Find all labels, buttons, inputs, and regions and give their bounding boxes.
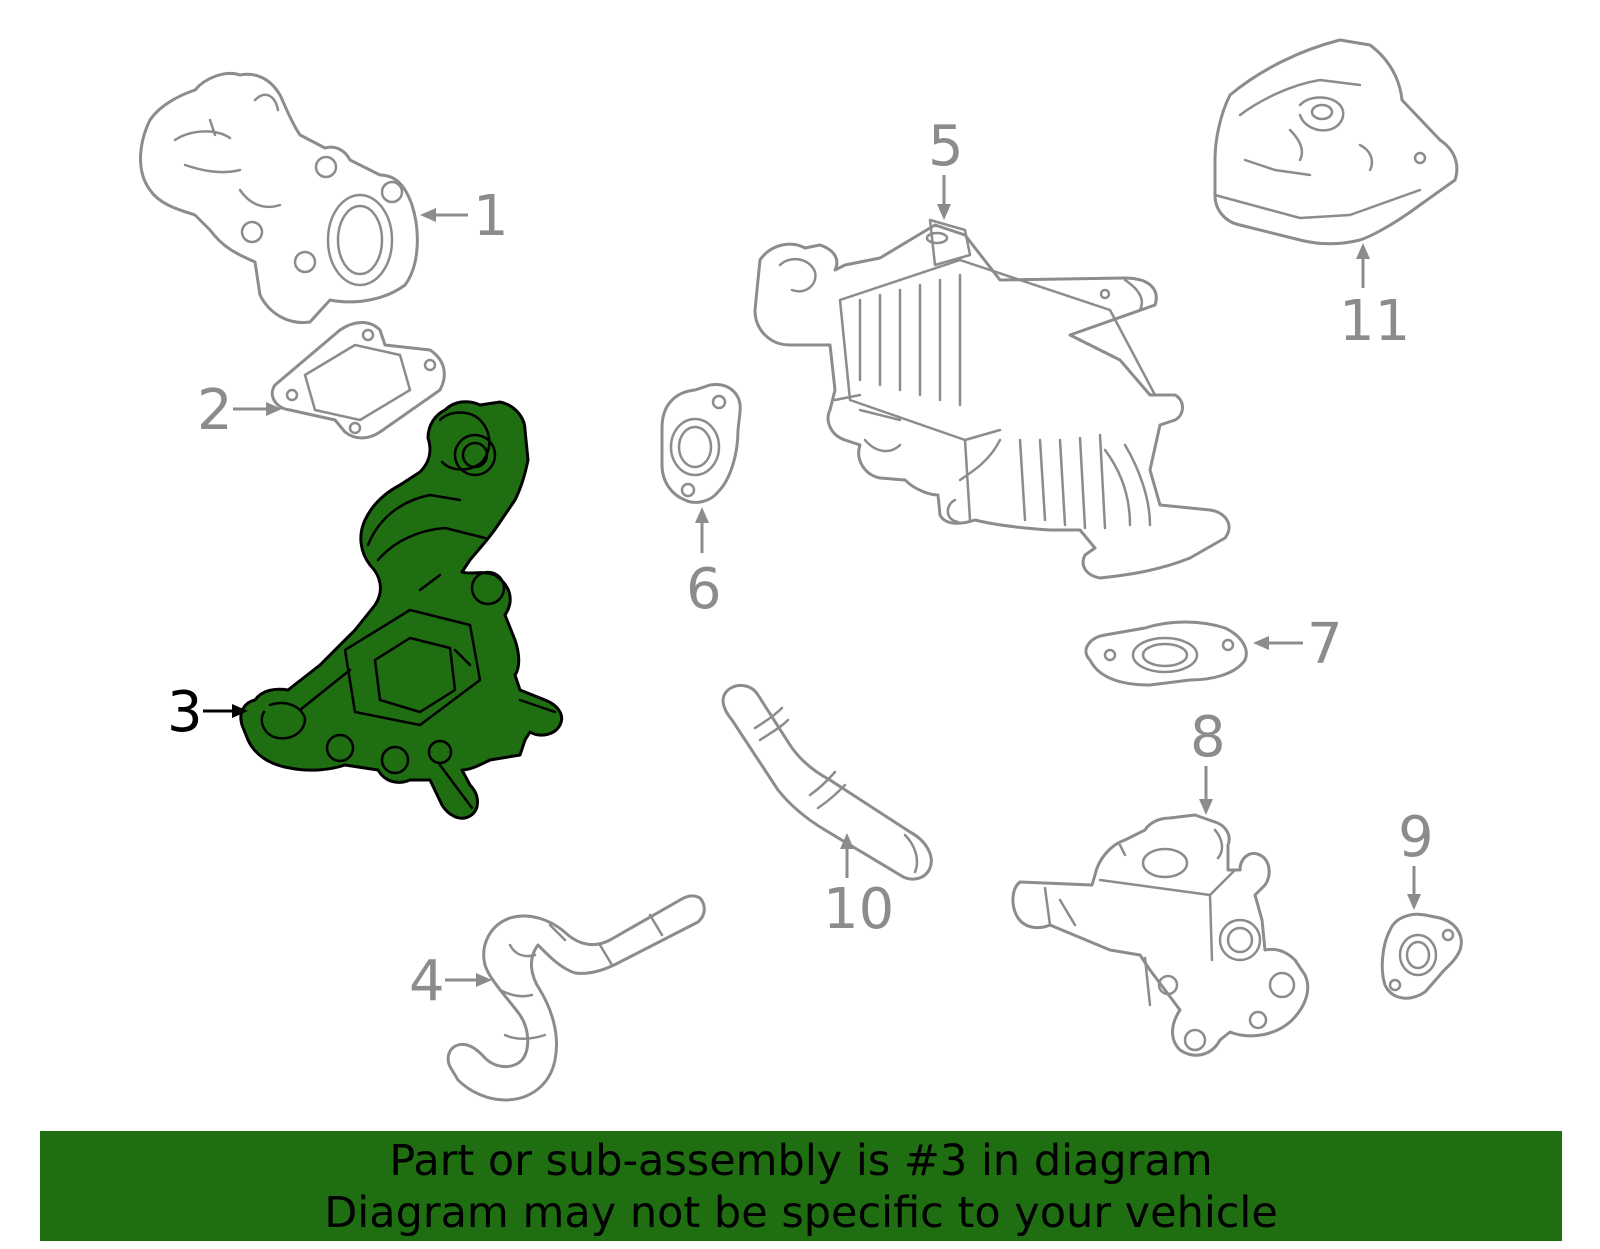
part-6-gasket[interactable]: [660, 383, 742, 504]
callout-10-label: 10: [823, 877, 894, 942]
callout-9-label: 9: [1398, 805, 1434, 870]
callout-6[interactable]: 6: [686, 507, 722, 622]
part-10-hose[interactable]: [721, 683, 933, 881]
part-11-heat-shield[interactable]: [1213, 38, 1459, 246]
callout-3-label: 3: [167, 680, 203, 745]
part-5-egr-cooler[interactable]: [753, 218, 1231, 580]
callout-5-label: 5: [928, 114, 964, 179]
callout-7-label: 7: [1307, 612, 1343, 677]
callout-10[interactable]: 10: [823, 833, 894, 942]
banner-line-disclaimer: Diagram may not be specific to your vehi…: [324, 1188, 1278, 1238]
part-4-hose[interactable]: [446, 894, 706, 1102]
callout-4-label: 4: [409, 949, 445, 1014]
callout-4[interactable]: 4: [409, 949, 492, 1014]
callout-5[interactable]: 5: [928, 114, 964, 220]
callout-7[interactable]: 7: [1253, 612, 1343, 677]
callout-1-label: 1: [473, 184, 509, 249]
callout-11-label: 11: [1339, 289, 1410, 354]
part-9-gasket[interactable]: [1380, 912, 1463, 1000]
callout-2[interactable]: 2: [197, 378, 282, 443]
callout-11[interactable]: 11: [1339, 243, 1410, 354]
part-7-gasket[interactable]: [1084, 620, 1248, 687]
banner-line-part: Part or sub-assembly is #3 in diagram: [389, 1136, 1213, 1186]
callout-3[interactable]: 3: [167, 680, 248, 745]
callout-6-label: 6: [686, 557, 722, 622]
callout-1[interactable]: 1: [420, 184, 509, 249]
callout-2-label: 2: [197, 378, 233, 443]
callout-8-label: 8: [1190, 705, 1226, 770]
callout-8[interactable]: 8: [1190, 705, 1226, 815]
part-3-egr-cooler-housing[interactable]: [239, 400, 564, 820]
selected-part-banner: Part or sub-assembly is #3 in diagram Di…: [40, 1131, 1562, 1241]
part-1-egr-valve[interactable]: [139, 72, 419, 325]
part-2-gasket[interactable]: [270, 321, 446, 440]
callout-9[interactable]: 9: [1398, 805, 1434, 910]
part-8-coolant-flange[interactable]: [1011, 813, 1310, 1057]
